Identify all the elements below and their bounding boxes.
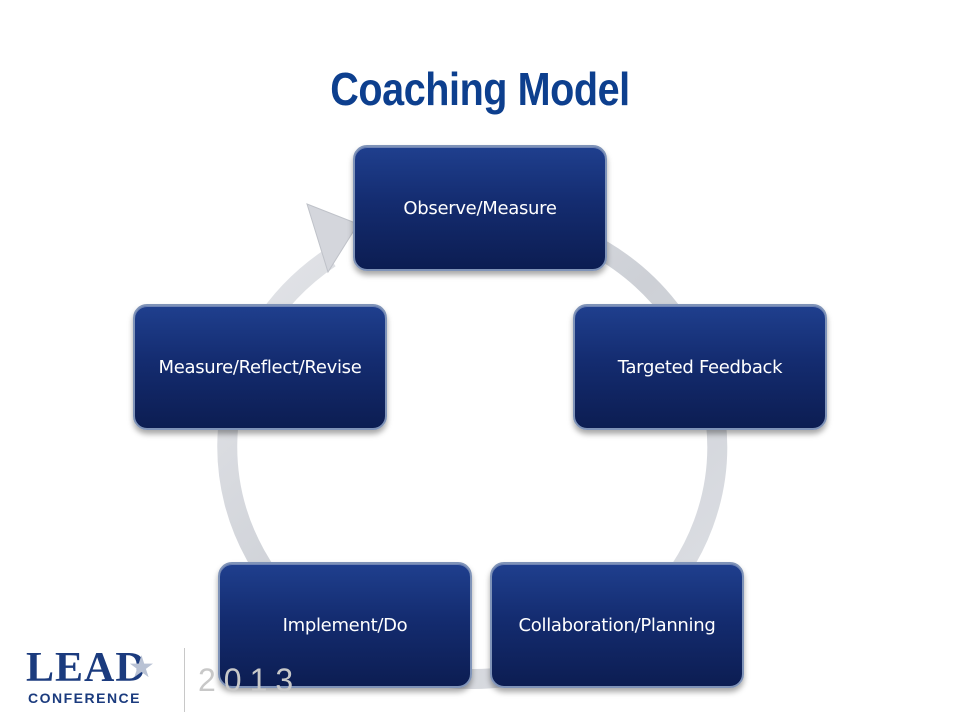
cycle-node-observe-measure: Observe/Measure: [353, 145, 607, 271]
cycle-node-label: Collaboration/Planning: [518, 614, 716, 636]
cycle-node-collaboration-planning: Collaboration/Planning: [490, 562, 744, 688]
logo-divider: [184, 648, 185, 712]
lead-conference-logo: LEAD ★ CONFERENCE 2013: [20, 640, 320, 720]
cycle-node-label: Observe/Measure: [403, 197, 557, 219]
slide-title: Coaching Model: [330, 63, 630, 115]
cycle-node-label: Measure/Reflect/Revise: [158, 356, 362, 378]
cycle-node-measure-reflect-revise: Measure/Reflect/Revise: [133, 304, 387, 430]
cycle-arrowhead: [306, 203, 359, 274]
logo-year: 2013: [198, 662, 302, 698]
cycle-node-label: Targeted Feedback: [617, 356, 783, 378]
logo-wordmark: LEAD: [26, 645, 147, 691]
cycle-node-implement-do: Implement/Do: [218, 562, 472, 688]
cycle-node-label: Implement/Do: [282, 614, 408, 636]
cycle-node-targeted-feedback: Targeted Feedback: [573, 304, 827, 430]
logo-subtitle: CONFERENCE: [28, 690, 142, 706]
star-icon: ★: [128, 651, 155, 684]
